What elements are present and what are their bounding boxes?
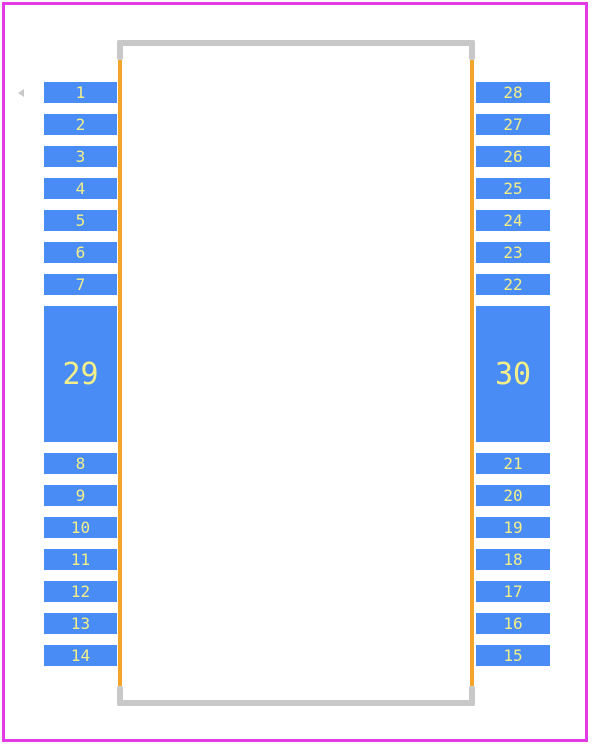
right-pad-25: 25 <box>476 178 550 199</box>
triangle-icon <box>18 89 24 97</box>
body-bottom-left-corner <box>117 686 123 706</box>
thermal-pad-left: 29 <box>44 306 117 442</box>
right-pad-17: 17 <box>476 581 550 602</box>
left-pad-12: 12 <box>44 581 117 602</box>
right-pad-26: 26 <box>476 146 550 167</box>
right-pad-19: 19 <box>476 517 550 538</box>
right-pad-21: 21 <box>476 453 550 474</box>
right-pad-27: 27 <box>476 114 550 135</box>
body-bottom-edge <box>117 700 475 706</box>
right-pad-15: 15 <box>476 645 550 666</box>
left-pad-3: 3 <box>44 146 117 167</box>
left-pad-5: 5 <box>44 210 117 231</box>
body-bottom-right-corner <box>469 686 475 706</box>
right-pad-28: 28 <box>476 82 550 103</box>
left-pad-1: 1 <box>44 82 117 103</box>
right-pad-22: 22 <box>476 274 550 295</box>
right-pad-23: 23 <box>476 242 550 263</box>
body-right-side <box>470 60 474 686</box>
left-pad-8: 8 <box>44 453 117 474</box>
left-pad-13: 13 <box>44 613 117 634</box>
left-pad-4: 4 <box>44 178 117 199</box>
left-pad-14: 14 <box>44 645 117 666</box>
left-pad-7: 7 <box>44 274 117 295</box>
thermal-pad-right: 30 <box>476 306 550 442</box>
left-pad-6: 6 <box>44 242 117 263</box>
body-top-right-corner <box>469 40 475 60</box>
left-pad-2: 2 <box>44 114 117 135</box>
left-pad-10: 10 <box>44 517 117 538</box>
right-pad-18: 18 <box>476 549 550 570</box>
right-pad-20: 20 <box>476 485 550 506</box>
body-top-left-corner <box>117 40 123 60</box>
right-pad-16: 16 <box>476 613 550 634</box>
body-top-edge <box>117 40 475 46</box>
right-pad-24: 24 <box>476 210 550 231</box>
left-pad-11: 11 <box>44 549 117 570</box>
footprint-outline <box>2 2 588 742</box>
body-left-side <box>118 60 122 686</box>
left-pad-9: 9 <box>44 485 117 506</box>
